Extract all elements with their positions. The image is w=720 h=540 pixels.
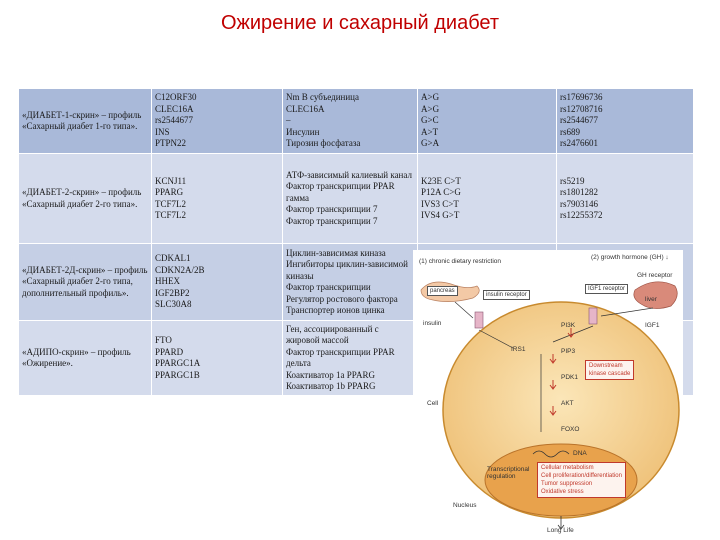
effects-box: Cellular metabolism Cell proliferation/d…	[537, 462, 626, 498]
cell-label: Cell	[427, 400, 439, 407]
cr-label: (1) chronic dietary restriction	[419, 258, 501, 265]
dna-label: DNA	[573, 450, 587, 457]
pip3-label: PIP3	[561, 348, 576, 355]
insulin-receptor-label: insulin receptor	[483, 290, 530, 300]
downstream-box: Downstream kinase cascade	[585, 360, 635, 380]
insulin-label: insulin	[423, 320, 442, 327]
liver-label: liver	[645, 296, 657, 303]
slide-title: Ожирение и сахарный диабет	[220, 12, 500, 34]
pancreas-label: pancreas	[427, 286, 458, 296]
insulin-receptor-shape	[474, 311, 484, 329]
profile-cell: «ДИАБЕТ-1-скрин» – профиль «Сахарный диа…	[18, 88, 152, 154]
variants-cell: A>G A>G G>C A>T G>A	[417, 88, 557, 154]
genes-cell: CDKAL1 CDKN2A/2B HHEX IGF2BP2 SLC30A8	[151, 243, 283, 321]
genes-cell: FTO PPARD PPARGC1A PPARGC1B	[151, 320, 283, 396]
proteins-cell: Ген, ассоциированный с жировой массой Фа…	[282, 320, 418, 396]
gh-receptor-label: GH receptor	[637, 272, 673, 279]
profile-cell: «ДИАБЕТ-2Д-скрин» – профиль «Сахарный ди…	[18, 243, 152, 321]
variants-cell: K23E C>T P12A C>G IVS3 C>T IVS4 G>T	[417, 153, 557, 244]
profile-cell: «ДИАБЕТ-2-скрин» – профиль «Сахарный диа…	[18, 153, 152, 244]
table-row: «ДИАБЕТ-1-скрин» – профиль «Сахарный диа…	[18, 88, 694, 154]
gh-label: (2) growth hormone (GH) ↓	[591, 254, 669, 261]
dna-helix	[532, 450, 570, 458]
pdk1-label: PDK1	[561, 374, 578, 381]
transcriptional-label: Transcriptional regulation	[487, 466, 530, 480]
life-span-label: Long Life	[547, 527, 574, 534]
igf1-label: IGF1	[645, 322, 660, 329]
igf1-receptor-shape	[588, 307, 598, 325]
table-row: «ДИАБЕТ-2-скрин» – профиль «Сахарный диа…	[18, 153, 694, 244]
pi3k-label: PI3K	[561, 322, 576, 329]
rs-cell: rs17696736 rs12708716 rs2544677 rs689 rs…	[556, 88, 694, 154]
nucleus-label: Nucleus	[453, 502, 477, 509]
proteins-cell: Циклин-зависимая киназа Ингибиторы цикли…	[282, 243, 418, 321]
insulin-igf1-pathway-diagram: (1) chronic dietary restriction (2) grow…	[413, 250, 683, 536]
proteins-cell: Nm B субъединица CLEC16A – Инсулин Тироз…	[282, 88, 418, 154]
proteins-cell: АТФ-зависимый калиевый канал Фактор тран…	[282, 153, 418, 244]
genes-cell: KCNJ11 PPARG TCF7L2 TCF7L2	[151, 153, 283, 244]
liver-shape	[633, 281, 678, 309]
irs1-label: IRS1	[511, 346, 526, 353]
rs-cell: rs5219 rs1801282 rs7903146 rs12255372	[556, 153, 694, 244]
akt-label: AKT	[561, 400, 574, 407]
genes-cell: C12ORF30 CLEC16A rs2544677 INS PTPN22	[151, 88, 283, 154]
profile-cell: «АДИПО-скрин» – профиль «Ожирение».	[18, 320, 152, 396]
igf1-receptor-label: IGF1 receptor	[585, 284, 629, 294]
foxo-label: FOXO	[561, 426, 580, 433]
